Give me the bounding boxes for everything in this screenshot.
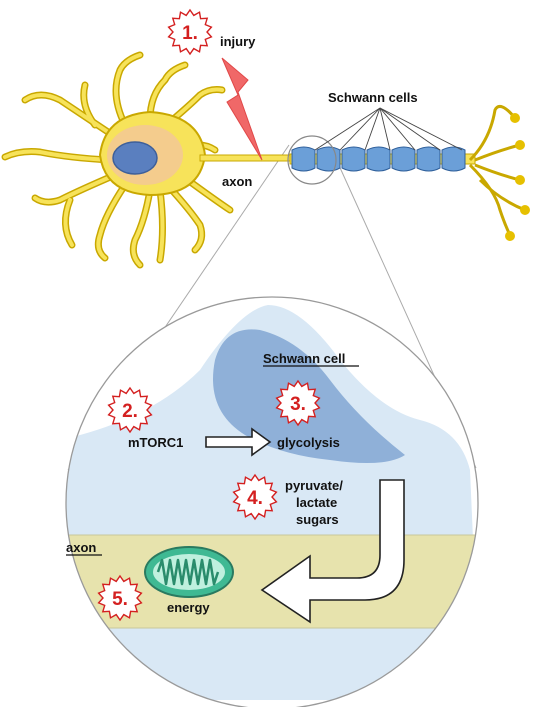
sugars-label: sugars (296, 512, 339, 527)
schwann-cell-segment (316, 146, 341, 172)
step-number-5: 5. (112, 589, 128, 610)
arrow-right-icon (205, 427, 272, 457)
pyruvate-label: pyruvate/ (285, 478, 343, 493)
axon-band (66, 535, 478, 628)
glycolysis-label: glycolysis (277, 435, 340, 450)
lactate-label: lactate (296, 495, 337, 510)
schwann-cell-segment (291, 146, 316, 172)
neuron (1, 51, 530, 269)
starburst-icon (275, 379, 321, 427)
axon-label: axon (222, 174, 252, 189)
mtorc1-label: mTORC1 (128, 435, 183, 450)
schwann-pointer-lines (314, 107, 463, 151)
step-number-2: 2. (122, 401, 138, 422)
step-markers: 1. 2. 3. 4. 5. (97, 8, 321, 622)
curved-arrow-icon (260, 479, 405, 624)
nucleus-icon (112, 141, 158, 175)
dendrites-fill (3, 53, 232, 267)
lightning-icon (221, 57, 263, 161)
step-number-4: 4. (247, 488, 263, 509)
energy-label: energy (167, 600, 210, 615)
terminal-boutons (505, 113, 530, 241)
schwann-cell-segment (341, 146, 366, 172)
starburst-icon (97, 574, 143, 622)
axon-shaft (199, 154, 296, 162)
schwann-cell-sheath (291, 146, 466, 172)
schwann-cell-segment (391, 146, 416, 172)
starburst-icon (232, 473, 278, 521)
step-number-1: 1. (182, 23, 198, 44)
step-number-3: 3. (290, 394, 306, 415)
zoom-focus-circle (287, 135, 337, 185)
mitochondrion-icon (144, 546, 234, 598)
schwann-cell-segment (366, 146, 391, 172)
schwann-cell-segment (441, 146, 466, 172)
schwann-cell-segment (416, 146, 441, 172)
axon-inset-label: axon (66, 540, 96, 555)
injury-label: injury (220, 34, 256, 49)
schwann-cell-label: Schwann cell (263, 351, 345, 366)
schwann-cells-label: Schwann cells (328, 90, 418, 105)
starburst-icon (167, 8, 213, 56)
starburst-icon (107, 386, 153, 434)
inset-outline (65, 296, 479, 707)
axon-terminals (468, 104, 526, 236)
